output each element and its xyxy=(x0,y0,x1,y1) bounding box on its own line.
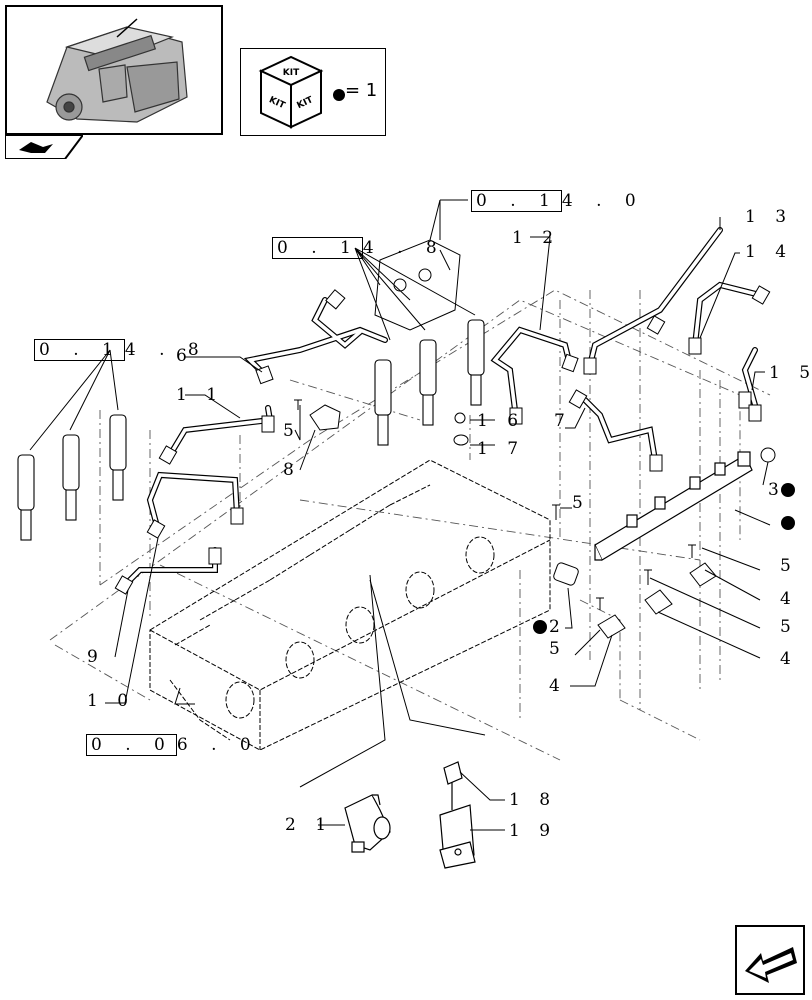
callout-5: 5 xyxy=(549,639,567,659)
connector-assembly xyxy=(344,794,391,853)
small-parts xyxy=(294,399,776,639)
injector xyxy=(419,339,437,426)
reference-suffix: 4 . 8 xyxy=(362,238,446,258)
callout-19: 1 9 xyxy=(509,821,558,841)
kit-quantity: = 1 xyxy=(345,80,378,101)
injector xyxy=(109,414,127,501)
reference-group: 0 . 1 xyxy=(471,190,562,212)
callout-4: 4 xyxy=(780,649,798,669)
view-arrow-icon xyxy=(19,142,53,153)
reference-group: 0 . 1 xyxy=(34,339,125,361)
callout-12: 1 2 xyxy=(512,228,561,248)
callout-7: 7 xyxy=(554,411,572,431)
callout-4: 4 xyxy=(549,676,567,696)
callout-11: 1 1 xyxy=(176,385,225,405)
injector xyxy=(17,454,35,541)
callout-18: 1 8 xyxy=(509,790,558,810)
callout-6: 6 xyxy=(176,346,194,366)
callout-3: 3 xyxy=(768,480,786,500)
bracket-assembly xyxy=(439,761,476,869)
reference-suffix: 4 . 8 xyxy=(124,340,208,360)
kit-legend: KIT KIT KIT xyxy=(240,48,386,136)
reference-suffix: 6 . 0 xyxy=(176,735,260,755)
callout-9: 9 xyxy=(87,647,105,667)
callout-16: 1 6 xyxy=(477,411,526,431)
callout-8: 8 xyxy=(283,460,301,480)
reference-group: 0 . 1 xyxy=(272,237,363,259)
callout-4: 4 xyxy=(780,589,798,609)
injector xyxy=(62,434,80,521)
callout-5: 5 xyxy=(283,421,301,441)
callout-10: 1 0 xyxy=(87,691,136,711)
kit-top-label: KIT xyxy=(283,68,300,78)
kit-bullet-icon xyxy=(533,620,547,634)
high-pressure-pump xyxy=(374,199,461,331)
pipe-fittings xyxy=(114,285,771,595)
callout-17: 1 7 xyxy=(477,439,526,459)
cylinder-head xyxy=(149,459,551,751)
bullet-icon xyxy=(333,89,345,101)
kit-bullet-icon xyxy=(781,516,795,530)
injectors xyxy=(17,319,485,541)
callout-15: 1 5 xyxy=(769,363,812,383)
next-page-arrow[interactable] xyxy=(735,925,805,995)
callout-2: 2 xyxy=(549,617,567,637)
engine-thumbnail-icon xyxy=(46,18,188,123)
reference-group: 0 . 0 xyxy=(86,734,177,756)
injector xyxy=(374,359,392,446)
kit-bullet-icon xyxy=(781,483,795,497)
reference-suffix: 4 . 0 xyxy=(561,191,645,211)
callout-21: 2 1 xyxy=(285,815,334,835)
callout-5: 5 xyxy=(780,556,798,576)
callout-13: 1 3 xyxy=(745,207,794,227)
callout-5: 5 xyxy=(780,617,798,637)
injector xyxy=(467,319,485,406)
kit-box-icon: KIT KIT KIT xyxy=(258,55,345,129)
next-page-arrow-icon xyxy=(745,947,797,983)
leader-lines xyxy=(29,199,771,831)
callout-14: 1 4 xyxy=(745,242,794,262)
engine-thumbnail xyxy=(5,5,223,135)
thumbnail-tab xyxy=(5,135,83,159)
callout-5: 5 xyxy=(572,493,590,513)
phantom-lines xyxy=(49,289,771,761)
common-rail xyxy=(594,451,753,561)
